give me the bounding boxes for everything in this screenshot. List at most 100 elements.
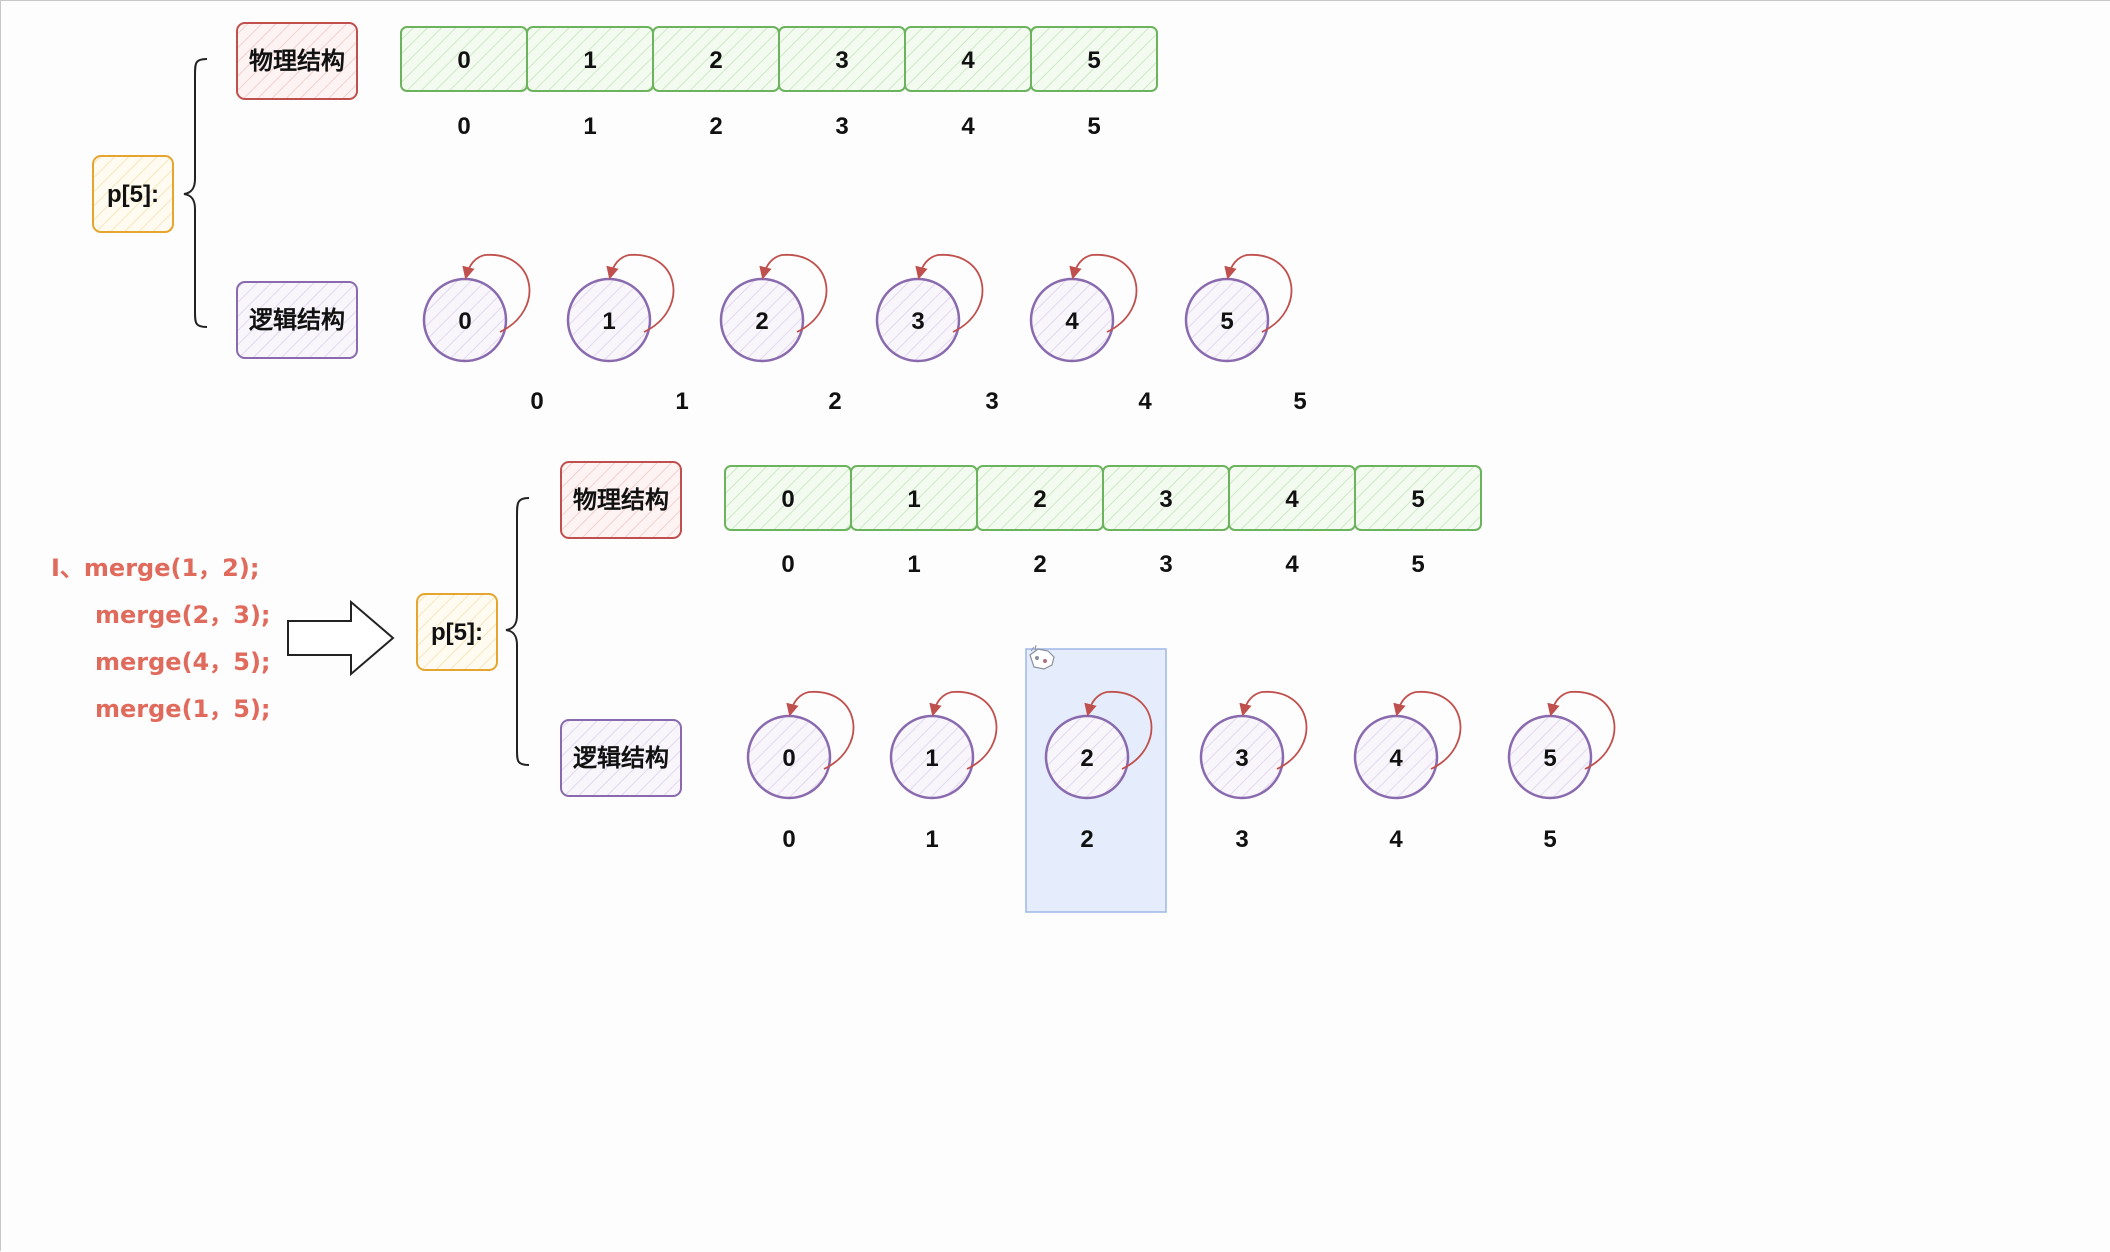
array-cell-index: 4 (1285, 551, 1299, 578)
tree-node-value: 3 (1235, 745, 1248, 772)
top-brace (183, 58, 208, 328)
bottom-section: Ⅰ、merge(1，2); merge(2，3); merge(4，5); me… (51, 461, 1616, 913)
self-loop-arrow (1069, 254, 1138, 333)
array-cell-index: 2 (709, 113, 722, 140)
code-line-3: merge(4，5); (95, 648, 271, 676)
array-cell: 2 (652, 26, 780, 92)
array-cell-value: 5 (1087, 47, 1100, 74)
tree-node: 1 (889, 691, 998, 800)
bottom-logical-box: 逻辑结构 (560, 719, 682, 797)
array-cell-index: 0 (457, 113, 470, 140)
self-loop-arrow (786, 691, 855, 770)
bottom-physical-box: 物理结构 (560, 461, 682, 539)
code-lines: Ⅰ、merge(1，2); merge(2，3); merge(4，5); me… (51, 554, 271, 723)
tree-node-value: 3 (911, 308, 924, 335)
tree-node-value: 0 (782, 745, 795, 772)
tree-node: 3 (875, 254, 984, 363)
tree-node: 1 (566, 254, 675, 363)
array-cell-value: 2 (1033, 486, 1046, 513)
top-logical-label: 逻辑结构 (249, 306, 345, 334)
tree-node-index: 0 (782, 826, 795, 853)
array-cell-value: 1 (583, 47, 596, 74)
tree-node: 5 (1184, 254, 1293, 363)
array-cell-index: 1 (583, 113, 596, 140)
array-cell-value: 0 (457, 47, 470, 74)
array-cell: 4 (1228, 465, 1356, 531)
tree-node-value: 2 (755, 308, 768, 335)
array-cell: 5 (1030, 26, 1158, 92)
array-cell-index: 1 (907, 551, 920, 578)
tree-node-index: 1 (675, 388, 688, 415)
array-cell-index: 4 (961, 113, 975, 140)
tree-node-index: 2 (1080, 826, 1093, 853)
self-loop-arrow (929, 691, 998, 770)
array-cell: 0 (724, 465, 852, 531)
array-cell-value: 2 (709, 47, 722, 74)
bottom-p-box: p[5]: (416, 593, 498, 671)
array-cell-value: 1 (907, 486, 920, 513)
bottom-physical-label: 物理结构 (573, 486, 669, 514)
self-loop-arrow (1547, 691, 1616, 770)
tree-node-value: 1 (925, 745, 938, 772)
tree-node-index: 5 (1293, 388, 1306, 415)
array-cell-value: 3 (835, 47, 848, 74)
top-physical-box: 物理结构 (236, 22, 358, 100)
tree-node-value: 5 (1220, 308, 1233, 335)
top-p-label: p[5]: (107, 181, 159, 208)
tree-node: 4 (1353, 691, 1462, 800)
array-cell-index: 3 (1159, 551, 1172, 578)
array-cell: 0 (400, 26, 528, 92)
tree-node-index: 3 (1235, 826, 1248, 853)
top-p-box: p[5]: (92, 155, 174, 233)
transform-arrow-icon (287, 599, 395, 677)
code-line-1: Ⅰ、merge(1，2); (51, 554, 259, 582)
tree-node-index: 2 (828, 388, 841, 415)
array-cell-value: 5 (1411, 486, 1424, 513)
array-cell: 1 (850, 465, 978, 531)
array-cell-index: 0 (781, 551, 794, 578)
tree-node-value: 4 (1389, 745, 1403, 772)
code-line-2: merge(2，3); (95, 601, 271, 629)
array-cell-value: 4 (961, 47, 975, 74)
self-loop-arrow (1239, 691, 1308, 770)
array-cell-index: 5 (1411, 551, 1424, 578)
array-cell-value: 0 (781, 486, 794, 513)
array-cell: 1 (526, 26, 654, 92)
code-line-4: merge(1，5); (95, 695, 271, 723)
self-loop-arrow (759, 254, 828, 333)
self-loop-arrow (915, 254, 984, 333)
cursor-sticker-icon (1029, 644, 1055, 670)
tree-node: 2 (1044, 691, 1153, 800)
self-loop-arrow (1393, 691, 1462, 770)
array-cell-index: 5 (1087, 113, 1100, 140)
array-cell: 3 (1102, 465, 1230, 531)
tree-node-value: 2 (1080, 745, 1093, 772)
array-cell-value: 4 (1285, 486, 1299, 513)
array-cell: 5 (1354, 465, 1482, 531)
bottom-p-label: p[5]: (431, 619, 483, 646)
tree-node-value: 4 (1065, 308, 1079, 335)
self-loop-arrow (1224, 254, 1293, 333)
tree-node-value: 0 (458, 308, 471, 335)
tree-node: 2 (719, 254, 828, 363)
bottom-logical-label: 逻辑结构 (573, 744, 669, 772)
tree-node-index: 4 (1138, 388, 1152, 415)
tree-node-index: 5 (1543, 826, 1556, 853)
array-cell-index: 2 (1033, 551, 1046, 578)
array-cell: 2 (976, 465, 1104, 531)
tree-node: 3 (1199, 691, 1308, 800)
self-loop-arrow (606, 254, 675, 333)
tree-node-index: 0 (530, 388, 543, 415)
tree-node-value: 5 (1543, 745, 1556, 772)
tree-node: 0 (746, 691, 855, 800)
array-cell-value: 3 (1159, 486, 1172, 513)
tree-node-index: 1 (925, 826, 938, 853)
tree-node: 0 (422, 254, 531, 363)
tree-node: 4 (1029, 254, 1138, 363)
self-loop-arrow (1084, 691, 1153, 770)
